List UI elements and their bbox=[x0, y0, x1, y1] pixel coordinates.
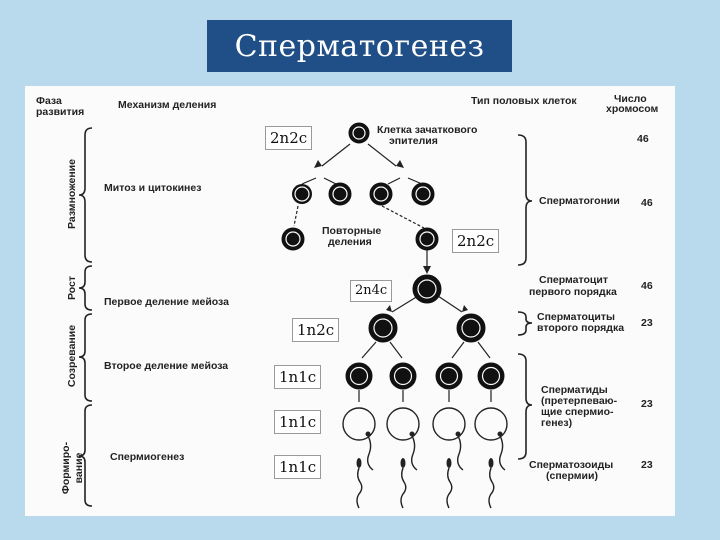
phase-brace-reproduction bbox=[78, 127, 93, 263]
type-brace-spermatids bbox=[517, 353, 533, 460]
type-spermatids-l1: Сперматиды bbox=[541, 384, 608, 396]
ploidy-label: 2n2c bbox=[452, 229, 500, 253]
chrom-spermatocyte1: 46 bbox=[641, 280, 653, 292]
sperm-head bbox=[446, 458, 452, 468]
ploidy-label: 1n2c bbox=[292, 318, 340, 342]
type-spermatogonia: Сперматогонии bbox=[539, 195, 620, 207]
maturing-spermatid bbox=[386, 407, 420, 441]
germ-cell-label-l1: Клетка зачаткового bbox=[377, 124, 478, 136]
phase-formation-l2: вание bbox=[73, 452, 85, 484]
header-chrom-l2: хромосом bbox=[606, 103, 659, 115]
mechanism-mitosis: Митоз и цитокинез bbox=[104, 182, 202, 194]
sperm-tail bbox=[356, 467, 363, 509]
type-spermatozoa-l1: Сперматозоиды bbox=[529, 459, 614, 471]
type-spermatozoa-l2: (спермии) bbox=[546, 470, 598, 482]
type-spermatids-l2: (претерпеваю- bbox=[541, 395, 618, 407]
type-spermatocyte1-l1: Сперматоцит bbox=[539, 274, 608, 286]
type-brace-spermatogonia bbox=[517, 134, 533, 266]
sperm-head bbox=[356, 458, 362, 468]
header-phase-l1: Фаза bbox=[36, 95, 62, 107]
maturing-spermatid bbox=[342, 407, 376, 441]
maturing-spermatid bbox=[432, 407, 466, 441]
sperm-tail bbox=[488, 467, 495, 509]
sperm-tail bbox=[400, 467, 407, 509]
sperm-head bbox=[488, 458, 494, 468]
phase-brace-formation bbox=[78, 404, 93, 507]
sperm-tail bbox=[446, 467, 453, 509]
chrom-spermatogonia: 46 bbox=[641, 197, 653, 209]
header-chrom-l1: Число bbox=[614, 93, 647, 105]
maturing-spermatid bbox=[474, 407, 508, 441]
phase-growth: Рост bbox=[66, 276, 78, 300]
type-spermatids-l3: щие спермио- bbox=[541, 406, 614, 418]
type-brace-spermatocyte2 bbox=[517, 311, 533, 336]
ploidy-label: 2n2c bbox=[265, 126, 313, 150]
header-phase-l2: развития bbox=[36, 106, 85, 118]
type-spermatocyte1-l2: первого порядка bbox=[529, 286, 617, 298]
phase-formation-l1: Формиро- bbox=[60, 441, 72, 495]
phase-brace-growth bbox=[78, 265, 93, 311]
sperm-head bbox=[400, 458, 406, 468]
mechanism-spermiogenesis: Спермиогенез bbox=[110, 451, 185, 463]
repeat-division-l2: деления bbox=[328, 236, 372, 248]
mechanism-meiosis1: Первое деление мейоза bbox=[104, 296, 229, 308]
page-title: Сперматогенез bbox=[207, 20, 512, 72]
phase-reproduction: Размножение bbox=[66, 159, 78, 229]
type-spermatids-l4: генез) bbox=[541, 417, 573, 429]
chrom-spermatozoa: 23 bbox=[641, 459, 653, 471]
type-spermatocyte2-l2: второго порядка bbox=[537, 322, 625, 334]
chrom-spermatids: 23 bbox=[641, 398, 653, 410]
germ-cell-label-l2: эпителия bbox=[389, 135, 438, 147]
repeat-division-l1: Повторные bbox=[322, 225, 382, 237]
chrom-spermatocyte2: 23 bbox=[641, 317, 653, 329]
ploidy-label: 1n1c bbox=[274, 455, 322, 479]
mechanism-meiosis2: Второе деление мейоза bbox=[104, 360, 229, 372]
header-cell-type: Тип половых клеток bbox=[471, 95, 577, 107]
ploidy-label: 1n1c bbox=[274, 365, 322, 389]
phase-brace-maturation bbox=[78, 313, 93, 402]
type-spermatocyte2-l1: Сперматоциты bbox=[537, 311, 615, 323]
chrom-germ: 46 bbox=[637, 133, 649, 145]
phase-maturation: Созревание bbox=[66, 324, 78, 388]
header-mechanism: Механизм деления bbox=[118, 99, 217, 111]
ploidy-label: 1n1c bbox=[274, 410, 322, 434]
ploidy-label: 2n4c bbox=[350, 280, 393, 302]
